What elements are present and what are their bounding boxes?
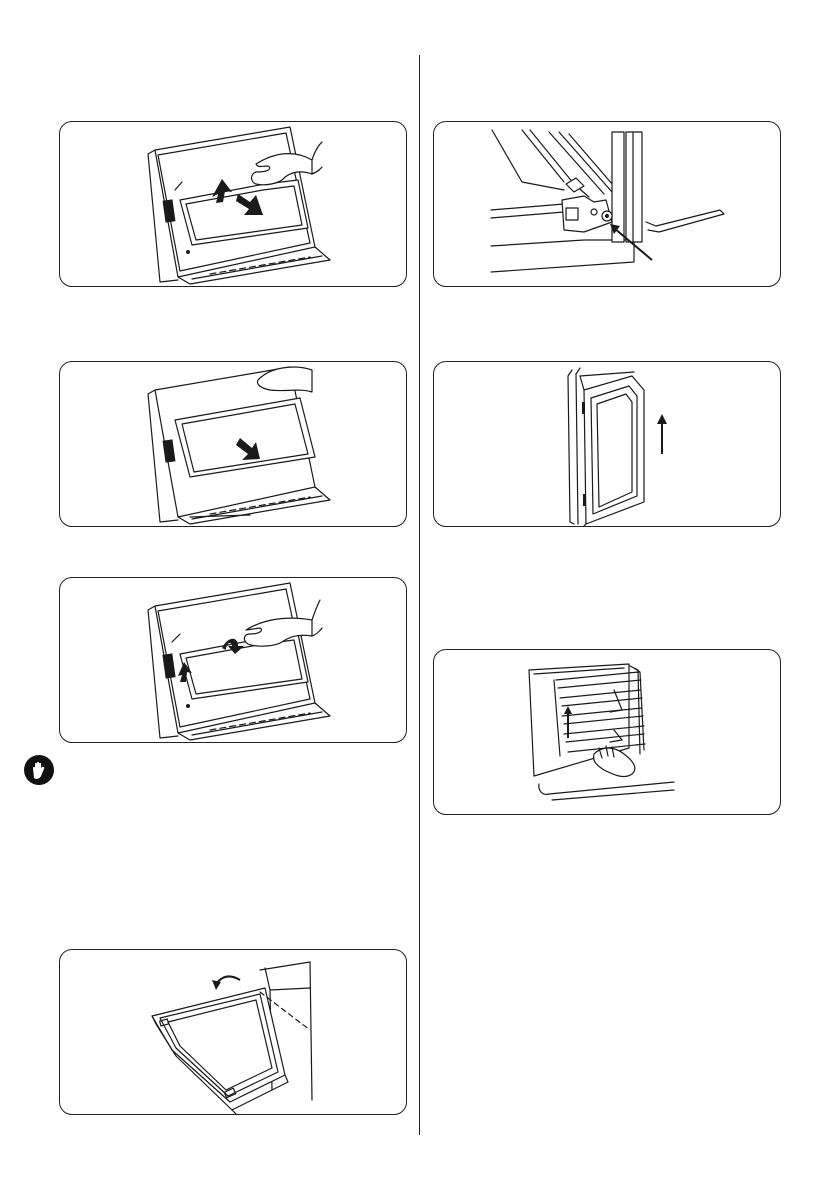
column-divider [419,55,420,1135]
door-remove-icon [434,362,780,526]
fig-refit-glass [59,577,407,743]
fig-open-door-fully [59,949,407,1115]
hinge-lever-icon [434,122,780,286]
door-glass-lift-icon [60,122,406,286]
fig-lift-door-off [433,361,781,527]
fig-remove-shelf-support [433,649,781,815]
fig-lift-inner-glass [59,121,407,287]
shelf-support-icon [434,650,780,814]
stop-hand-icon [24,755,54,785]
fig-hinge-lever [433,121,781,287]
door-open-icon [60,950,406,1114]
door-glass-slide-icon [60,362,406,526]
door-glass-refit-icon [60,578,406,742]
fig-slide-glass-out [59,361,407,527]
